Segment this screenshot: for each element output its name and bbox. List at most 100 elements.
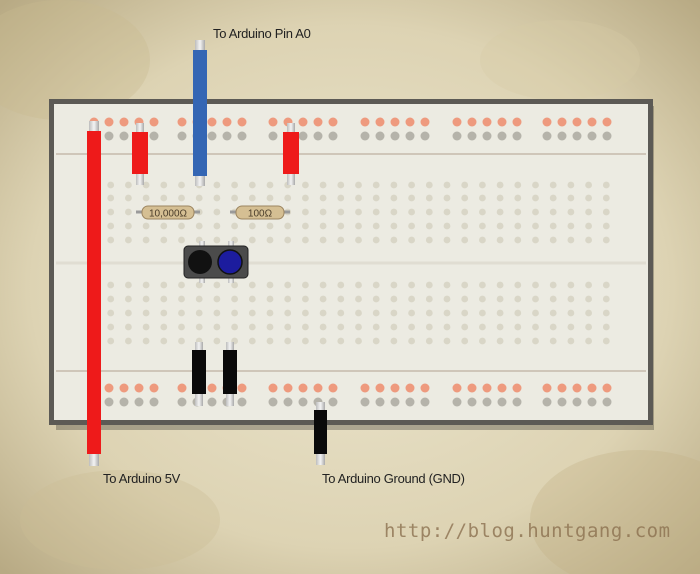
terminal-hole xyxy=(124,194,132,202)
terminal-hole xyxy=(213,323,221,331)
terminal-hole xyxy=(195,222,203,230)
terminal-hole xyxy=(390,309,398,317)
terminal-hole xyxy=(284,337,292,345)
terminal-hole xyxy=(408,181,415,189)
terminal-hole xyxy=(213,337,221,345)
terminal-hole xyxy=(160,337,168,345)
terminal-hole xyxy=(496,222,504,230)
terminal-hole xyxy=(195,281,203,289)
terminal-hole xyxy=(319,323,327,331)
ir-detector xyxy=(217,249,243,275)
terminal-hole xyxy=(496,295,504,303)
terminal-hole xyxy=(266,236,274,244)
terminal-hole xyxy=(355,208,362,216)
terminal-hole xyxy=(372,222,380,230)
terminal-hole xyxy=(231,323,239,331)
terminal-hole xyxy=(461,208,469,216)
rail-hole-ground xyxy=(467,131,477,141)
terminal-hole xyxy=(337,281,345,289)
rail-hole-ground xyxy=(572,397,582,407)
terminal-hole xyxy=(178,181,185,189)
terminal-hole xyxy=(549,295,557,303)
terminal-hole xyxy=(372,309,380,317)
terminal-hole xyxy=(390,281,398,289)
terminal-hole xyxy=(231,309,239,317)
rail-hole-ground xyxy=(237,397,247,407)
rail-hole-ground xyxy=(512,397,522,407)
terminal-hole xyxy=(302,181,309,189)
terminal-hole xyxy=(496,323,504,331)
terminal-hole xyxy=(142,281,150,289)
terminal-hole xyxy=(319,194,327,202)
terminal-hole xyxy=(549,194,557,202)
terminal-hole xyxy=(461,181,469,189)
rail-hole-ground xyxy=(207,397,217,407)
rail-hole-ground xyxy=(512,131,522,141)
terminal-hole xyxy=(390,236,398,244)
terminal-hole xyxy=(302,208,309,216)
terminal-hole xyxy=(302,323,309,331)
terminal-hole xyxy=(337,236,345,244)
terminal-hole xyxy=(107,309,115,317)
terminal-hole xyxy=(408,208,415,216)
rail-hole-power xyxy=(452,117,462,127)
terminal-hole xyxy=(160,323,168,331)
terminal-hole xyxy=(567,337,575,345)
terminal-hole xyxy=(266,194,274,202)
terminal-hole xyxy=(532,181,539,189)
terminal-hole xyxy=(532,222,539,230)
terminal-hole xyxy=(390,208,398,216)
terminal-hole xyxy=(585,281,592,289)
terminal-hole xyxy=(602,181,610,189)
terminal-hole xyxy=(585,323,592,331)
jumper-black-right xyxy=(223,342,237,406)
rail-hole-ground xyxy=(360,131,370,141)
rail-hole-power xyxy=(497,117,507,127)
rail-hole-power xyxy=(313,383,323,393)
terminal-hole xyxy=(302,337,309,345)
rail-hole-ground xyxy=(557,397,567,407)
rail-hole-ground xyxy=(104,131,114,141)
terminal-hole xyxy=(124,236,132,244)
terminal-hole xyxy=(337,295,345,303)
terminal-hole xyxy=(160,236,168,244)
terminal-hole xyxy=(124,222,132,230)
terminal-hole xyxy=(248,281,256,289)
rail-hole-power xyxy=(360,383,370,393)
rail-hole-ground xyxy=(119,131,129,141)
terminal-hole xyxy=(425,236,433,244)
terminal-hole xyxy=(266,295,274,303)
terminal-hole xyxy=(142,236,150,244)
terminal-hole xyxy=(195,295,203,303)
rail-hole-power xyxy=(587,117,597,127)
rail-hole-ground xyxy=(298,397,308,407)
rail-hole-power xyxy=(283,383,293,393)
terminal-hole xyxy=(107,181,115,189)
rail-hole-ground xyxy=(587,131,597,141)
terminal-hole xyxy=(160,181,168,189)
terminal-hole xyxy=(355,309,362,317)
terminal-hole xyxy=(461,222,469,230)
terminal-hole xyxy=(266,323,274,331)
terminal-hole xyxy=(585,208,592,216)
terminal-hole xyxy=(602,309,610,317)
rail-hole-ground xyxy=(298,131,308,141)
terminal-hole xyxy=(266,337,274,345)
terminal-hole xyxy=(248,194,256,202)
terminal-hole xyxy=(284,222,292,230)
rail-hole-ground xyxy=(119,397,129,407)
terminal-hole xyxy=(142,295,150,303)
rail-hole-ground xyxy=(497,131,507,141)
terminal-hole xyxy=(425,295,433,303)
terminal-hole xyxy=(160,194,168,202)
terminal-hole xyxy=(231,295,239,303)
breadboard xyxy=(49,99,654,430)
terminal-hole xyxy=(337,337,345,345)
terminal-hole xyxy=(178,323,185,331)
rail-hole-ground xyxy=(390,397,400,407)
terminal-hole xyxy=(602,281,610,289)
rail-hole-power xyxy=(542,383,552,393)
rail-hole-ground xyxy=(207,131,217,141)
terminal-hole xyxy=(302,236,309,244)
terminal-hole xyxy=(124,309,132,317)
